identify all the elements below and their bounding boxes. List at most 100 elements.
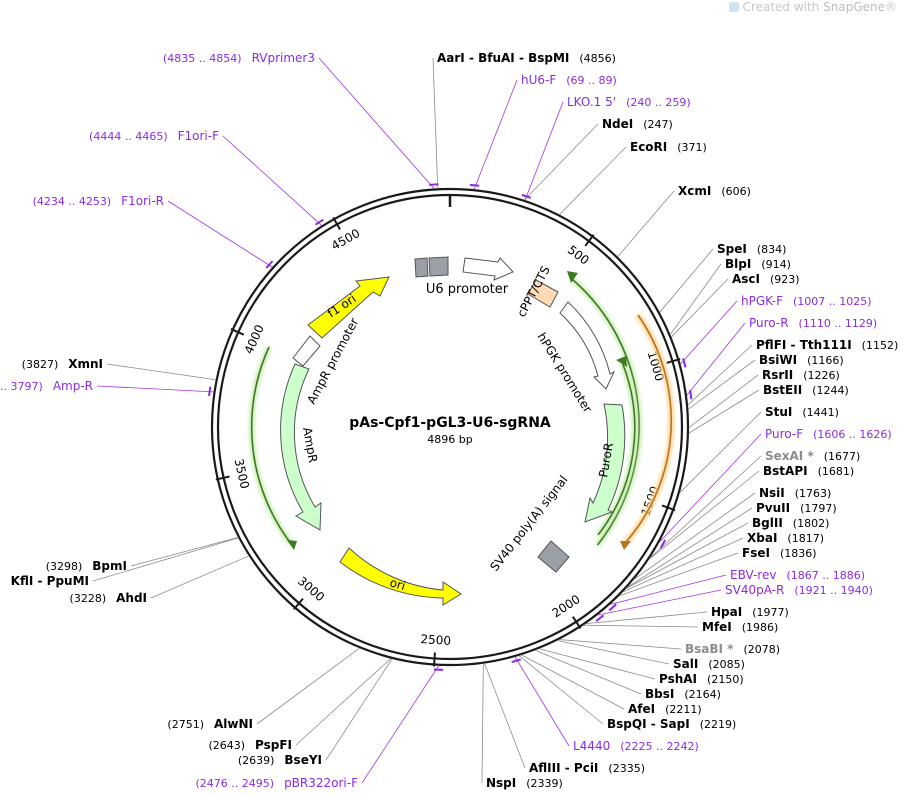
- primer-label[interactable]: (4835 .. 4854)RVprimer3: [163, 51, 315, 65]
- enzyme-label[interactable]: (2639) BseYI: [238, 753, 322, 767]
- feature-ori[interactable]: [339, 547, 462, 606]
- enzyme-label[interactable]: XbaI(1817): [747, 531, 824, 545]
- primer-label[interactable]: SV40pA-R(1921 .. 1940): [725, 583, 873, 597]
- enzyme-label[interactable]: BsaBI *(2078): [685, 642, 780, 656]
- primer-leader-line: [524, 101, 564, 201]
- enzyme-position: (247): [643, 118, 673, 131]
- enzyme-label[interactable]: (3827)XmnI: [22, 357, 103, 371]
- enzyme-name: EcoRI: [630, 140, 667, 154]
- feature-hpgk-promoter[interactable]: [559, 301, 616, 390]
- enzyme-label[interactable]: SexAI *(1677): [765, 449, 860, 463]
- enzyme-label[interactable]: BstAPI(1681): [763, 464, 854, 478]
- enzyme-position: (3228): [70, 592, 107, 605]
- primer-label[interactable]: Puro-R(1110 .. 1129): [749, 316, 877, 330]
- enzyme-label[interactable]: (2643)PspFI: [208, 738, 292, 752]
- enzyme-name: AhdI: [116, 591, 147, 605]
- enzyme-label[interactable]: AfeI(2211): [628, 702, 702, 716]
- primer-label[interactable]: (4444 .. 4465)F1ori-F: [89, 129, 219, 143]
- scale-tick-label: 4500: [329, 226, 362, 253]
- enzyme-label[interactable]: SpeI(834): [717, 242, 786, 256]
- primer-leader-line: [686, 322, 746, 396]
- enzyme-name: AflIII - PciI: [529, 761, 598, 775]
- primer-name: hU6-F: [521, 73, 556, 87]
- enzyme-leader-line: [484, 663, 526, 769]
- primer-range: (4835 .. 4854): [163, 52, 242, 65]
- enzyme-label[interactable]: (3298)BpmI: [46, 559, 127, 573]
- enzyme-label[interactable]: PvuII(1797): [756, 501, 837, 515]
- enzyme-label[interactable]: BspQI - SapI(2219): [607, 717, 736, 731]
- watermark-prefix: Created with: [742, 0, 824, 14]
- enzyme-label[interactable]: RsrII(1226): [762, 368, 840, 382]
- primer-label[interactable]: Puro-F(1606 .. 1626): [765, 427, 892, 441]
- primer-label[interactable]: (4234 .. 4253)F1ori-R: [33, 194, 164, 208]
- enzyme-name: BseYI: [284, 753, 322, 767]
- feature-misc-2[interactable]: [428, 256, 449, 277]
- orf-arrow-right: [571, 278, 640, 546]
- enzyme-leader-line: [325, 658, 393, 761]
- primer-leader-line: [680, 300, 738, 365]
- enzyme-label[interactable]: BglII(1802): [752, 516, 829, 530]
- feature-sv40-polya[interactable]: [537, 540, 570, 573]
- primer-range: (3778 .. 3797): [0, 380, 43, 393]
- primer-label[interactable]: (2476 .. 2495)pBR322ori-F: [196, 776, 359, 790]
- enzyme-position: (1152): [862, 339, 899, 352]
- primer-site-marker: [659, 539, 666, 549]
- scale-tick: [661, 504, 676, 512]
- label-ampr: AmpR: [300, 426, 320, 464]
- enzyme-label[interactable]: BstEII(1244): [763, 383, 849, 397]
- enzyme-label[interactable]: HpaI(1977): [711, 605, 789, 619]
- enzyme-label[interactable]: NdeI(247): [602, 117, 673, 131]
- primer-label[interactable]: hU6-F (69 .. 89): [521, 73, 617, 87]
- enzyme-label[interactable]: BlpI(914): [725, 257, 791, 271]
- scale-tick: [215, 475, 230, 481]
- enzyme-label[interactable]: BsiWI(1166): [759, 353, 844, 367]
- enzyme-position: (2639): [238, 754, 275, 767]
- enzyme-label[interactable]: PshAI(2150): [659, 672, 744, 686]
- feature-u6-promoter[interactable]: [462, 257, 514, 281]
- primer-name: Puro-R: [749, 316, 789, 330]
- primer-range: (69 .. 89): [566, 74, 617, 87]
- primer-label[interactable]: LKO.1 5'(240 .. 259): [567, 95, 691, 109]
- primer-label[interactable]: (3778 .. 3797)Amp-R: [0, 379, 93, 393]
- enzyme-label[interactable]: (3228) AhdI: [70, 591, 147, 605]
- primer-label[interactable]: hPGK-F(1007 .. 1025): [741, 294, 872, 308]
- enzyme-label[interactable]: EcoRI(371): [630, 140, 707, 154]
- enzyme-label[interactable]: PflFI - Tth111I(1152): [756, 338, 898, 352]
- enzyme-leader-line: [688, 359, 756, 410]
- feature-ampr[interactable]: [280, 363, 322, 531]
- enzyme-name: StuI: [765, 405, 792, 419]
- primer-site-marker: [208, 386, 212, 397]
- enzyme-label[interactable]: (2751)AlwNI: [167, 717, 253, 731]
- primer-leader-line: [473, 79, 518, 190]
- feature-f1-ori[interactable]: [307, 276, 390, 339]
- enzyme-label[interactable]: AflIII - PciI(2335): [529, 761, 645, 775]
- enzyme-label[interactable]: NspI(2339): [486, 776, 563, 790]
- feature-ampr-promoter[interactable]: [292, 335, 321, 367]
- enzyme-label[interactable]: StuI (1441): [765, 405, 839, 419]
- primer-label[interactable]: EBV-rev(1867 .. 1886): [730, 568, 865, 582]
- enzyme-label[interactable]: AscI(923): [732, 272, 800, 286]
- feature-cppt-cts[interactable]: [527, 279, 559, 308]
- enzyme-position: (1441): [802, 406, 839, 419]
- enzyme-label[interactable]: MfeI(1986): [702, 620, 778, 634]
- enzyme-label[interactable]: XcmI(606): [678, 184, 751, 198]
- feature-misc-1[interactable]: [414, 257, 429, 278]
- primer-leader-line: [318, 57, 435, 189]
- enzyme-leader-line: [688, 374, 759, 428]
- enzyme-label[interactable]: AarI - BfuAI - BspMI(4856): [437, 51, 616, 65]
- enzyme-leader-line: [679, 411, 762, 493]
- primer-site-marker: [608, 603, 617, 612]
- enzyme-label[interactable]: (3296)KflI - PpuMI: [0, 574, 89, 588]
- primer-label[interactable]: L4440(2225 .. 2242): [573, 739, 699, 753]
- enzyme-position: (1677): [824, 450, 861, 463]
- enzyme-label[interactable]: FseI(1836): [742, 546, 817, 560]
- enzyme-leader-line: [130, 536, 239, 567]
- enzyme-label[interactable]: BbsI(2164): [645, 687, 721, 701]
- primer-range: (4234 .. 4253): [33, 195, 112, 208]
- enzyme-leader-line: [150, 555, 249, 599]
- feature-puror[interactable]: [584, 403, 626, 523]
- enzyme-leader-line: [557, 640, 670, 665]
- enzyme-label[interactable]: SalI(2085): [673, 657, 745, 671]
- primer-name: F1ori-F: [178, 129, 219, 143]
- enzyme-label[interactable]: NsiI(1763): [759, 486, 831, 500]
